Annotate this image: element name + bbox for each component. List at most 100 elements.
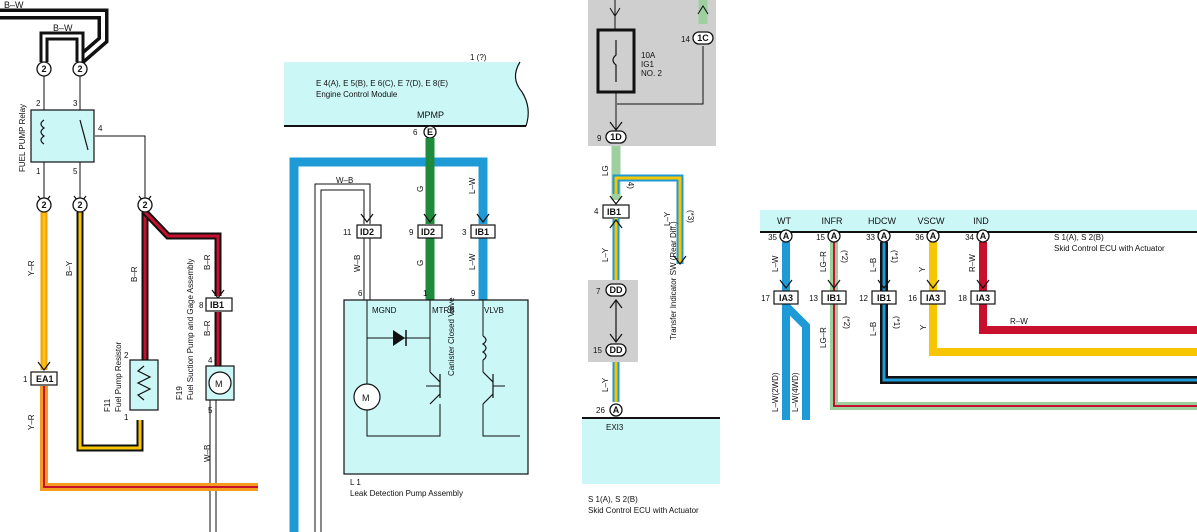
terminal-conn-letter-ind: A: [980, 231, 987, 241]
motor-icon: [208, 371, 232, 395]
svg-text:1: 1: [423, 289, 428, 298]
svg-text:IB1: IB1: [607, 207, 621, 217]
pump-pin-5: 5: [208, 406, 213, 415]
connector-1d: 1D: [605, 130, 627, 144]
ecu-name-right: Skid Control ECU with Actuator: [1054, 244, 1165, 253]
resistor-pin-1: 1: [124, 413, 129, 422]
label-wire-l-y-2: L–Y: [663, 211, 672, 226]
transfer-indicator-sw: Transfer Indicator SW (Rear Diff.): [669, 221, 678, 340]
pump-pin-4: 4: [208, 356, 213, 365]
arrow-ind: [976, 279, 990, 289]
bottom-conn-label-infr: IB1: [827, 293, 841, 303]
label-l-w-2wd: L–W(2WD): [771, 372, 780, 412]
label-g-top: G: [416, 186, 425, 192]
arrow-vscw: [926, 279, 940, 289]
bottom-pin-wt: 17: [761, 294, 770, 303]
terminal-infr: INFR: [822, 216, 843, 226]
pin-7: 7: [596, 287, 601, 296]
note-1-lower: (*1): [892, 316, 901, 329]
engine-control-module: [284, 62, 529, 126]
label-wire-l-y-3: L–Y: [601, 377, 610, 392]
bottom-conn-label-ind: IA3: [976, 293, 990, 303]
label-resistor-id: F11: [103, 398, 112, 412]
svg-text:ID2: ID2: [360, 227, 374, 237]
label-pump-id: F19: [175, 386, 184, 400]
mpmp-pin: 6: [413, 128, 418, 137]
label-wire-l-y: L–Y: [601, 247, 610, 262]
bottom-conn-infr: [821, 290, 847, 305]
svg-text:9: 9: [409, 228, 414, 237]
svg-text:3: 3: [462, 228, 467, 237]
label-wire-y-r: Y–R: [27, 260, 36, 276]
svg-text:IB1: IB1: [210, 300, 224, 310]
label-wire-b-r-2: B–R: [203, 254, 212, 270]
svg-text:M: M: [362, 393, 370, 403]
note-4: (*4): [626, 176, 635, 189]
svg-text:E: E: [427, 127, 433, 137]
terminal-pin-infr: 15: [816, 233, 825, 242]
note-2-lower: (*2): [842, 316, 851, 329]
wire-label-wt: L–W: [771, 255, 780, 272]
connector-ib1-b: 3 IB1: [462, 224, 496, 239]
svg-text:2: 2: [77, 64, 82, 74]
bottom-conn-label-hdcw: IB1: [877, 293, 891, 303]
diode-icon: [393, 330, 405, 346]
label-l-w-4wd: L–W(4WD): [791, 372, 800, 412]
relay-pin-5: 5: [73, 167, 78, 176]
connector-2-c: 2: [36, 197, 52, 213]
label-resistor-name: Fuel Pump Resistor: [114, 341, 123, 412]
fuse-amp: 10A: [641, 51, 656, 60]
label-y-lower: Y: [919, 324, 928, 330]
label-l-w-top: L–W: [468, 177, 477, 194]
relay-pin-1: 1: [36, 167, 41, 176]
bottom-pin-vscw: 16: [908, 294, 917, 303]
svg-text:2: 2: [142, 200, 147, 210]
svg-text:A: A: [613, 405, 620, 415]
label-wire-b-y: B–Y: [65, 260, 74, 276]
terminal-ind: IND: [973, 216, 989, 226]
bottom-conn-label-wt: IA3: [779, 293, 793, 303]
svg-text:IB1: IB1: [475, 227, 489, 237]
svg-text:1D: 1D: [610, 132, 622, 142]
terminal-hdcw: HDCW: [868, 216, 896, 226]
fuel-pump-resistor: [129, 359, 159, 411]
label-relay: FUEL PUMP Relay: [18, 104, 27, 172]
wire-label-infr: LG–R: [819, 251, 828, 272]
bottom-conn-ind: [970, 290, 996, 305]
panel-fuel-pump-relay: B–W B–W FUEL PUMP Relay 2 3 4 1 5: [0, 0, 258, 532]
svg-text:M: M: [215, 379, 223, 389]
fuse-no: NO. 2: [641, 69, 662, 78]
label-lg-r-lower: LG–R: [819, 327, 828, 348]
wire-y: [929, 242, 1197, 356]
ea1-pin: 1: [23, 375, 28, 384]
label-module-id: L 1: [350, 478, 361, 487]
relay-pin-4: 4: [98, 124, 103, 133]
label-bw: B–W: [53, 23, 73, 33]
svg-text:1C: 1C: [697, 33, 709, 43]
relay-coil-icon: [40, 119, 46, 145]
connector-2-d: 2: [72, 197, 88, 213]
svg-text:9: 9: [471, 289, 476, 298]
pin-14: 14: [681, 35, 690, 44]
panel-leak-detection: 1 (?) E 4(A), E 5(B), E 6(C), E 7(D), E …: [284, 53, 529, 532]
svg-text:DD: DD: [610, 285, 623, 295]
svg-text:11: 11: [343, 228, 352, 237]
pin-26: 26: [596, 406, 605, 415]
exi3-label: EXI3: [606, 423, 624, 432]
svg-text:2: 2: [41, 64, 46, 74]
label-g-bottom: G: [416, 260, 425, 266]
label-wire-y-r-2: Y–R: [27, 414, 36, 430]
label-r-w: R–W: [1010, 317, 1028, 326]
connector-2-a: 2: [36, 61, 52, 77]
connector-id2-b: 9 ID2: [409, 224, 443, 239]
label-pump-name: Fuel Suction Pump and Gage Assembly: [186, 259, 195, 400]
fuel-pump-relay: [30, 109, 95, 163]
pin-4: 4: [594, 207, 599, 216]
wire-r-w: [979, 242, 1197, 334]
connector-dd-bottom: DD: [605, 343, 627, 357]
bottom-conn-vscw: [920, 290, 946, 305]
skid-control-ecu-strip: [760, 210, 1197, 232]
note-infr: (*2): [840, 250, 849, 263]
bottom-pin-ind: 18: [958, 294, 967, 303]
pin-9: 9: [597, 134, 602, 143]
